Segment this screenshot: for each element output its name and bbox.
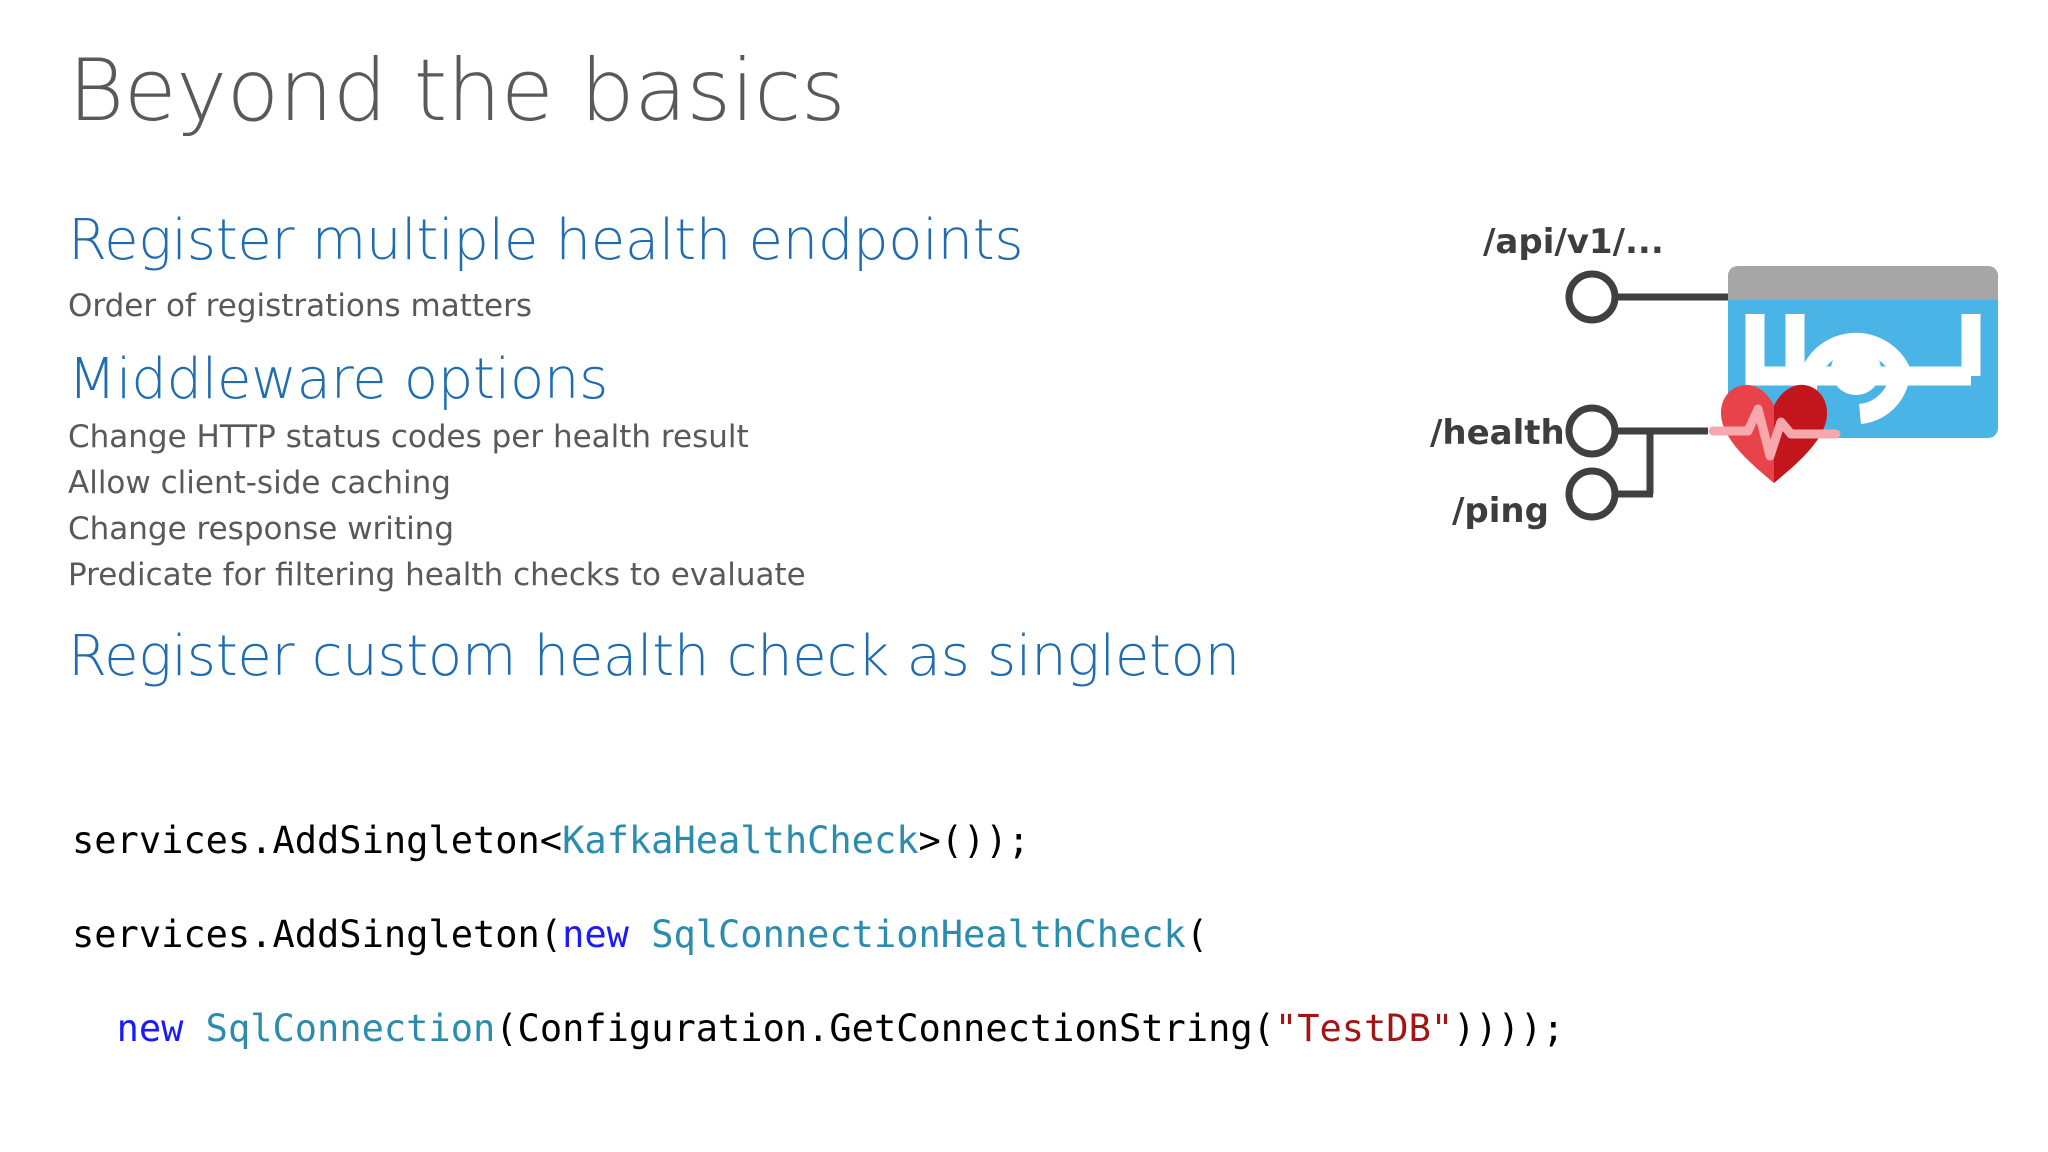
endpoint-label-api: /api/v1/... [1483, 222, 1664, 262]
code-token-keyword: new [562, 912, 629, 956]
bullet-change-http-status-codes: Change HTTP status codes per health resu… [68, 418, 749, 455]
code-token-plain: services.AddSingleton< [72, 819, 563, 862]
code-token-plain: ( [1185, 912, 1209, 956]
health-heart-icon [1708, 384, 1841, 483]
content-group-2: Middleware options Change HTTP status co… [68, 327, 1408, 596]
code-token-string: "TestDB" [1274, 1006, 1454, 1050]
app-icon-glyph-ring [1796, 332, 1911, 424]
app-icon-titlebar [1728, 266, 1998, 300]
endpoint-node-api [1565, 270, 1619, 324]
endpoint-label-health: /health [1430, 413, 1565, 453]
bullet-predicate-for-filtering: Predicate for filtering health checks to… [68, 557, 806, 594]
code-token-type: SqlConnectionHealthCheck [651, 912, 1186, 956]
code-line-2: services.AddSingleton(new SqlConnectionH… [72, 912, 1565, 959]
app-icon-glyph-dot [1831, 345, 1881, 395]
code-token-plain [72, 1007, 117, 1050]
diagram-svg [1565, 266, 1998, 521]
code-token-plain [629, 913, 651, 956]
content-group-3: Register custom health check as singleto… [68, 596, 1408, 689]
code-token-plain: services.AddSingleton( [72, 912, 563, 956]
slide-body: Register multiple health endpoints Order… [68, 208, 1408, 689]
content-group-1: Register multiple health endpoints Order… [68, 208, 1408, 327]
code-token-type: SqlConnection [205, 1006, 496, 1050]
code-token-plain: )))); [1453, 1006, 1565, 1050]
page-title: Beyond the basics [68, 41, 846, 141]
code-line-3: new SqlConnection(Configuration.GetConne… [72, 1006, 1565, 1053]
health-endpoints-diagram: /api/v1/... /health /ping [1408, 222, 2028, 568]
bullet-allow-client-side-caching: Allow client-side caching [68, 464, 451, 501]
heart-pulse-line [1708, 404, 1841, 461]
code-token-keyword: new [116, 1006, 184, 1050]
section-heading-register-multiple-health-endpoints: Register multiple health endpoints [68, 208, 1024, 273]
code-block: services.AddSingleton<KafkaHealthCheck>(… [72, 818, 1565, 1053]
code-line-1: services.AddSingleton<KafkaHealthCheck>(… [72, 818, 1565, 865]
endpoint-node-ping [1565, 467, 1619, 521]
code-token-plain: (Configuration.GetConnectionString( [495, 1006, 1275, 1050]
bullet-order-of-registrations-matters: Order of registrations matters [68, 287, 533, 324]
section-heading-middleware-options: Middleware options [68, 346, 608, 412]
code-token-plain: >()); [918, 819, 1030, 862]
bullet-change-response-writing: Change response writing [68, 510, 455, 547]
code-token-plain [183, 1007, 205, 1050]
endpoint-label-ping: /ping [1452, 491, 1549, 531]
code-token-type: KafkaHealthCheck [562, 819, 919, 862]
section-heading-register-custom-health-check-as-singleton: Register custom health check as singleto… [68, 624, 1240, 690]
endpoint-node-health [1565, 404, 1619, 458]
